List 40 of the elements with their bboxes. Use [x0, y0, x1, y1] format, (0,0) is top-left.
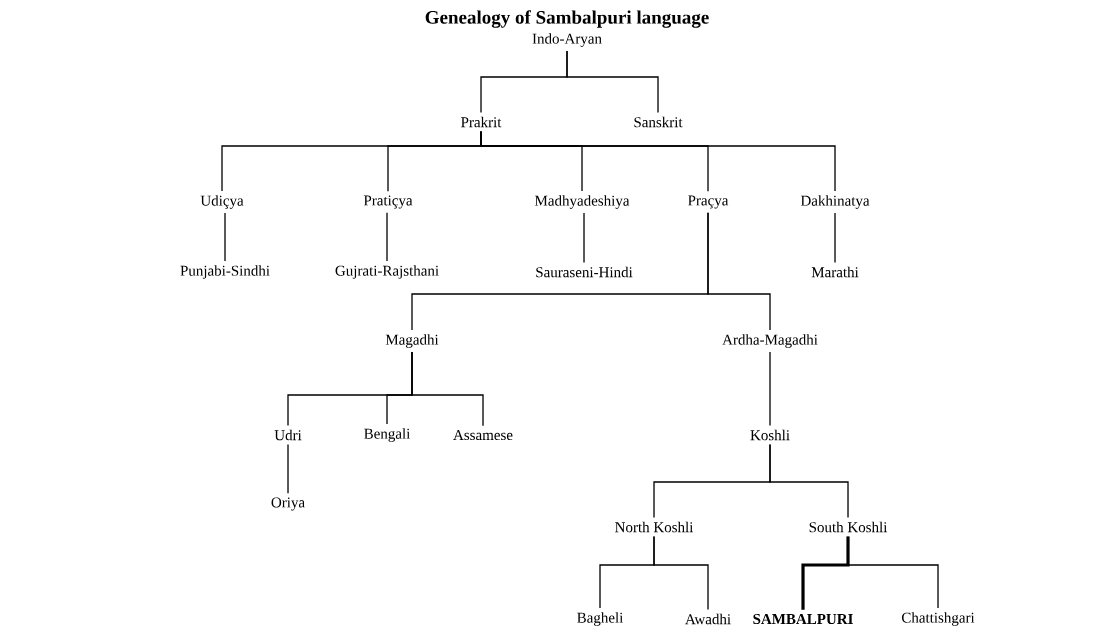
language-label: Bagheli — [577, 612, 624, 626]
tree-line — [707, 212, 771, 331]
tree-line — [653, 535, 709, 611]
language-label: SAMBALPURI — [753, 613, 853, 625]
language-label: Awadhi — [685, 613, 731, 625]
language-label: Bengali — [364, 428, 411, 442]
tree-line — [769, 351, 771, 427]
language-label: Udri — [274, 429, 302, 441]
language-label: Oriya — [271, 497, 305, 511]
language-label: Chattishgari — [901, 612, 975, 626]
tree-line — [801, 536, 850, 610]
tree-line — [583, 212, 585, 264]
language-label: Indo-Aryan — [532, 33, 602, 47]
language-label: North Koshli — [615, 521, 694, 533]
language-label: Dakhinatya — [800, 195, 870, 209]
language-label: Prakrit — [461, 116, 502, 128]
tree-line — [480, 130, 836, 192]
language-label: Punjabi-Sindhi — [180, 265, 270, 279]
language-label: Marathi — [811, 266, 859, 278]
language-label: Ardha-Magadhi — [722, 334, 818, 348]
language-label: Praçya — [688, 195, 729, 209]
tree-line — [847, 535, 939, 609]
tree-line — [287, 443, 289, 494]
tree-line — [566, 50, 659, 114]
language-label: Gujrati-Rajsthani — [335, 265, 439, 279]
title: Genealogy of Sambalpuri language — [425, 10, 709, 28]
language-label: Assamese — [453, 430, 513, 441]
language-label: Koshli — [750, 429, 790, 441]
language-label: Udiçya — [200, 195, 244, 209]
language-label: Madhyadeshiya — [534, 195, 630, 209]
tree-line — [411, 351, 484, 427]
tree-line — [386, 212, 388, 262]
language-label: Sauraseni-Hindi — [536, 266, 633, 278]
tree-line — [834, 212, 836, 264]
tree-line — [769, 443, 849, 519]
tree-line — [224, 212, 226, 262]
language-label: Pratiçya — [363, 195, 413, 209]
language-label: Sanskrit — [634, 116, 683, 128]
language-label: South Koshli — [809, 521, 888, 533]
language-label: Magadhi — [385, 334, 439, 348]
